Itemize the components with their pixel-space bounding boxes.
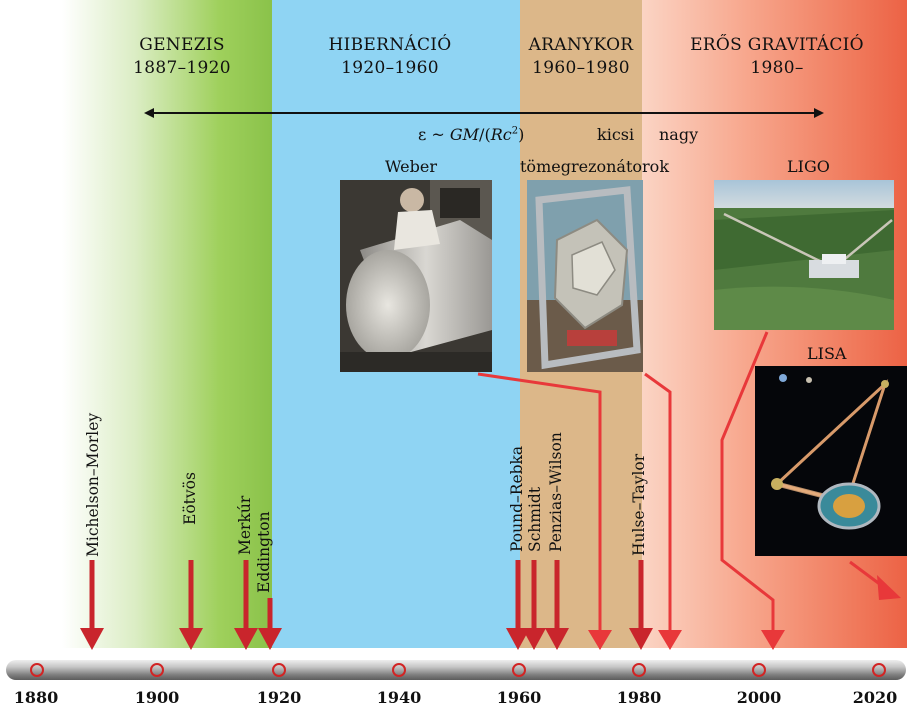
- arrowhead-resonators: [658, 630, 682, 650]
- year-label-1960: 1960: [496, 688, 542, 707]
- caption-weber: Weber: [385, 157, 437, 176]
- arrowhead-ligo: [761, 630, 785, 650]
- timeline-tick-1980: [632, 663, 646, 677]
- formula-slash: /(: [479, 125, 491, 144]
- timeline-tick-2000: [752, 663, 766, 677]
- caption-lisa: LISA: [807, 344, 847, 363]
- arrow-mercury: [234, 560, 258, 650]
- era-title-hibernation: HIBERNÁCIÓ 1920–1960: [290, 34, 490, 80]
- gravity-strength-formula: ε ~ GM/(Rc2): [418, 125, 524, 144]
- connector-resonators: [644, 372, 672, 632]
- era-years: 1980–: [750, 58, 804, 78]
- arrowhead-weber: [588, 630, 612, 650]
- era-title-genesis: GENEZIS 1887–1920: [82, 34, 282, 80]
- formula-rc: Rc: [490, 125, 512, 144]
- caption-ligo: LIGO: [787, 157, 830, 176]
- formula-prefix: ε ~: [418, 125, 450, 144]
- photo-mass-resonator: [527, 180, 643, 372]
- year-label-2000: 2000: [736, 688, 782, 707]
- year-label-1900: 1900: [134, 688, 180, 707]
- era-name: GENEZIS: [139, 35, 225, 55]
- arrow-eddington: [258, 598, 282, 650]
- arrow-eotvos: [179, 560, 203, 650]
- era-years: 1887–1920: [133, 58, 231, 78]
- year-label-1920: 1920: [256, 688, 302, 707]
- label-small: kicsi: [597, 125, 635, 144]
- timeline-tick-1900: [150, 663, 164, 677]
- arrow-pound-rebka: [506, 560, 530, 650]
- formula-exponent: 2: [511, 125, 519, 137]
- resonator-photo-graphic: [527, 180, 643, 372]
- year-label-1980: 1980: [616, 688, 662, 707]
- formula-close: ): [518, 125, 525, 144]
- connector-ligo: [720, 331, 775, 632]
- era-name: ERŐS GRAVITÁCIÓ: [690, 35, 864, 55]
- formula-gm: GM: [449, 125, 480, 144]
- era-name: ARANYKOR: [528, 35, 634, 55]
- lisa-photo-graphic: [755, 366, 907, 556]
- arrowhead-lisa: [877, 575, 901, 600]
- era-years: 1960–1980: [532, 58, 630, 78]
- year-label-1940: 1940: [376, 688, 422, 707]
- arrow-penzias-wilson: [545, 560, 569, 650]
- photo-ligo-observatory: [714, 180, 894, 330]
- ligo-photo-graphic: [714, 180, 894, 330]
- timeline-tick-1880: [30, 663, 44, 677]
- year-label-1880: 1880: [13, 688, 59, 707]
- era-title-strong-gravity: ERŐS GRAVITÁCIÓ 1980–: [662, 34, 892, 80]
- era-years: 1920–1960: [341, 58, 439, 78]
- photo-lisa-mission: [755, 366, 907, 556]
- timeline-bar: [6, 660, 906, 680]
- label-large: nagy: [659, 125, 699, 144]
- connector-weber: [477, 372, 602, 632]
- caption-resonators: tömegrezonátorok: [520, 157, 670, 176]
- year-label-2020: 2020: [852, 688, 898, 707]
- era-name: HIBERNÁCIÓ: [328, 35, 452, 55]
- era-title-golden-age: ARANYKOR 1960–1980: [500, 34, 662, 80]
- timeline-tick-1940: [392, 663, 406, 677]
- timeline-tick-2020: [872, 663, 886, 677]
- photo-weber-bar-detector: [340, 180, 492, 372]
- weber-photo-graphic: [340, 180, 492, 372]
- arrow-michelson-morley: [80, 560, 104, 650]
- timeline-tick-1920: [272, 663, 286, 677]
- arrow-hulse-taylor: [629, 560, 653, 650]
- timeline-tick-1960: [512, 663, 526, 677]
- arrow-schmidt: [522, 560, 546, 650]
